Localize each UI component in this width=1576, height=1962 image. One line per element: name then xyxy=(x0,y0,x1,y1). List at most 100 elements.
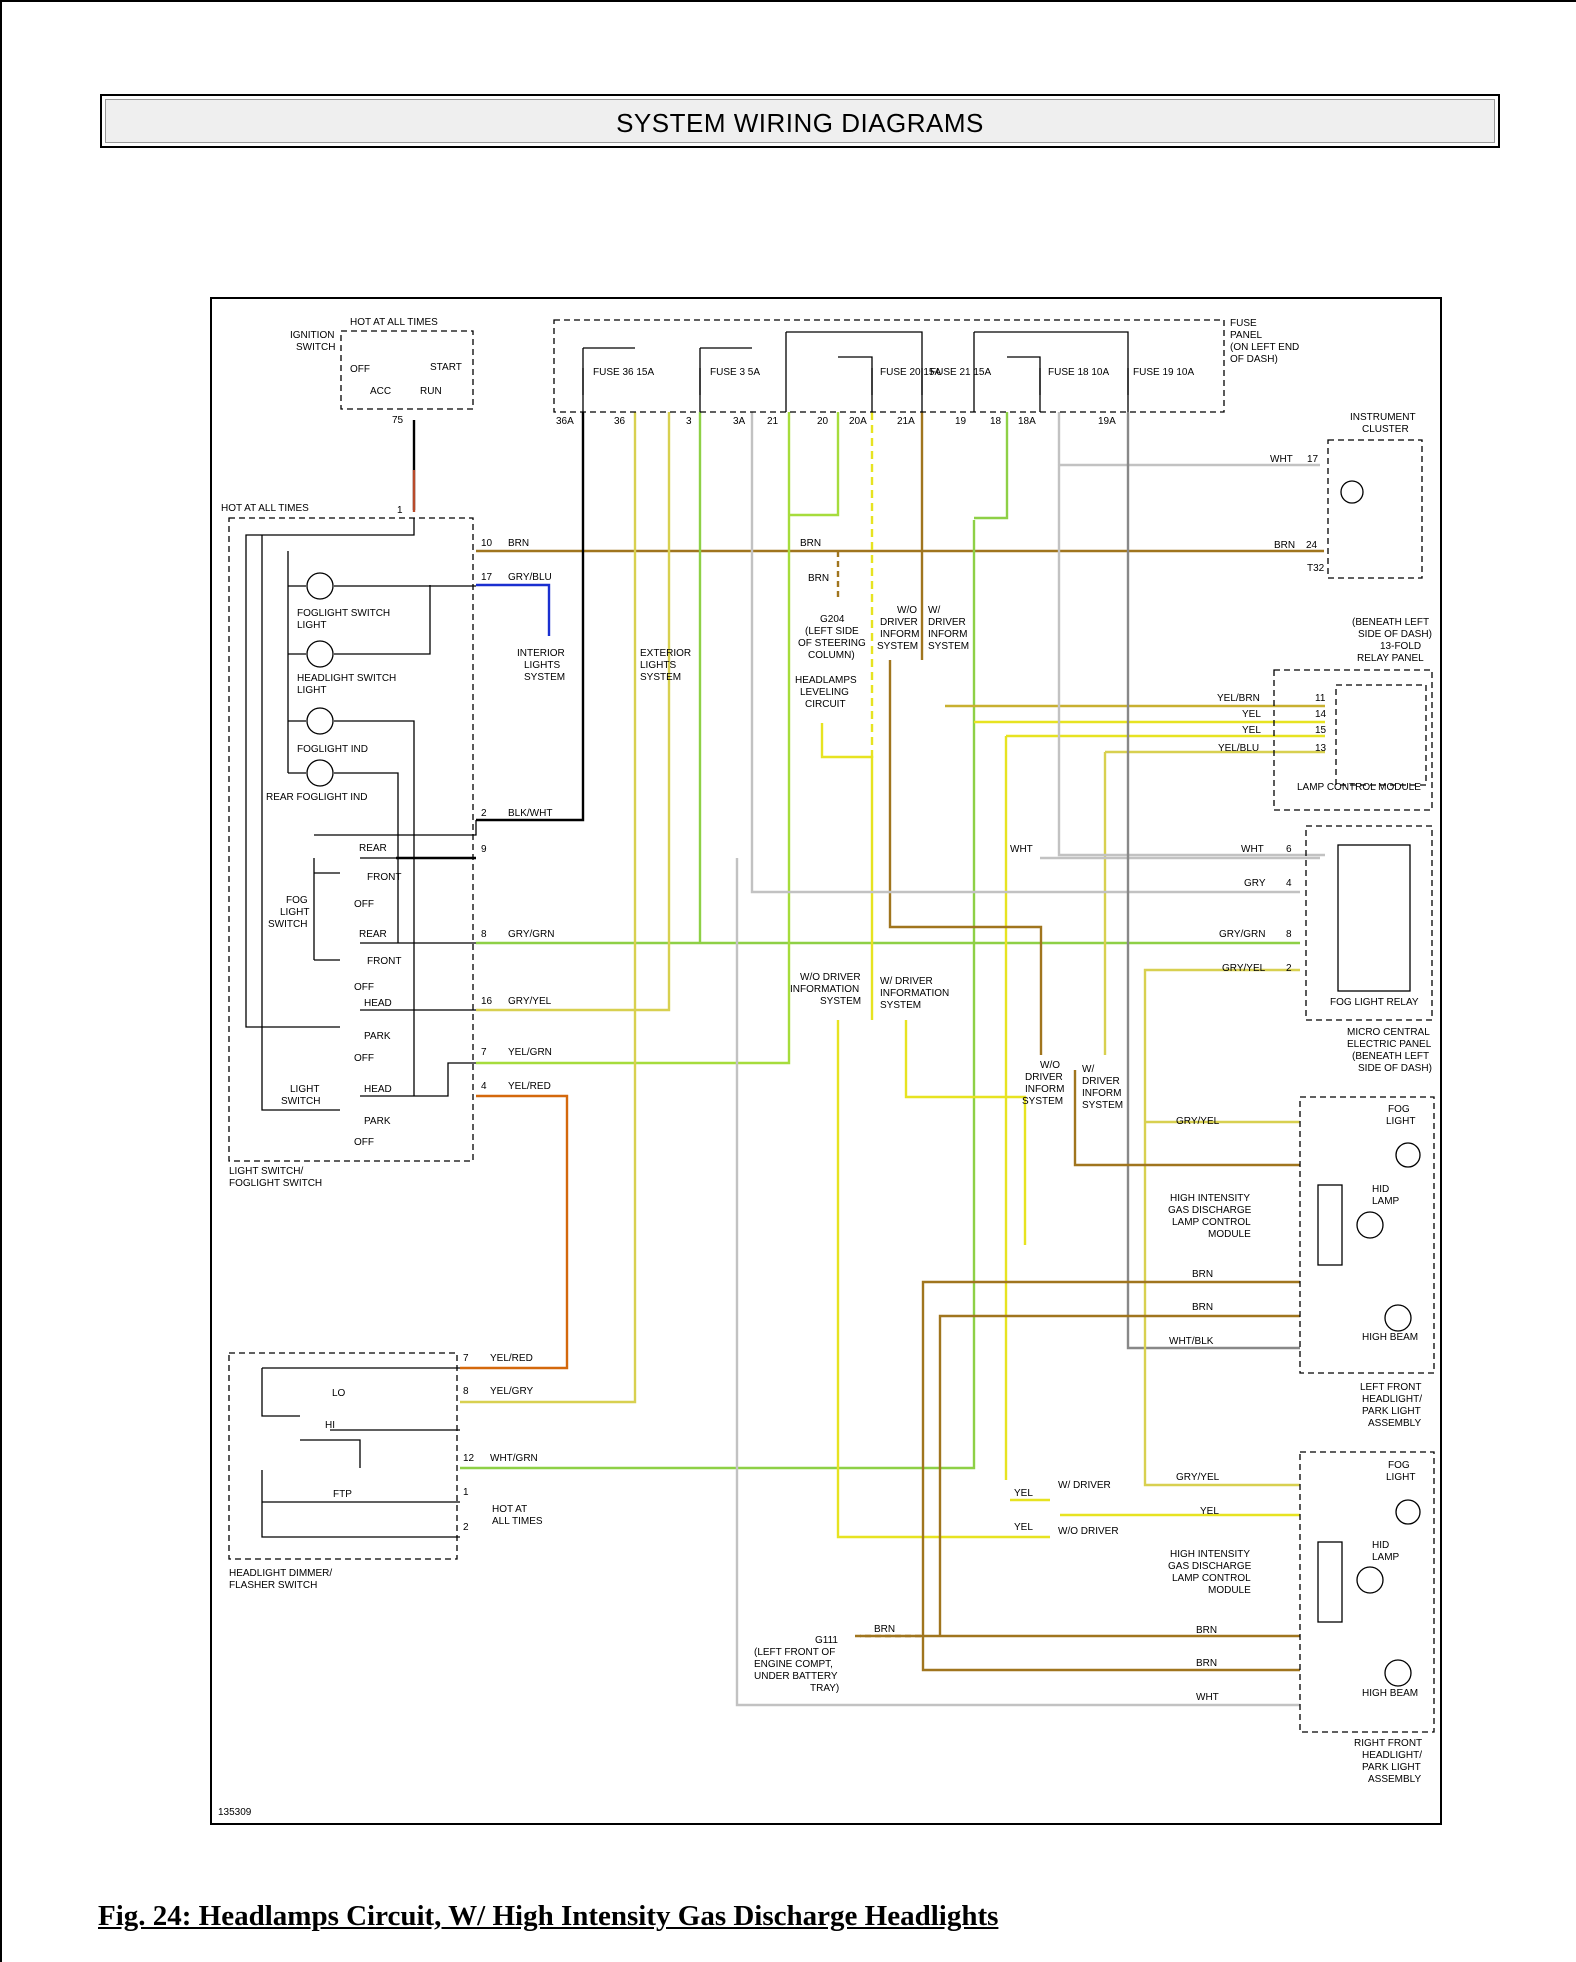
g111-label: G111 xyxy=(815,1635,838,1646)
fuse-panel-label-2: PANEL xyxy=(1230,330,1262,341)
dimmer-yel-gry: YEL/GRY xyxy=(490,1386,533,1397)
wire-wht-grn-12 xyxy=(460,520,976,1470)
interior-lights: INTERIOR xyxy=(517,648,565,659)
cluster-pin24: 24 xyxy=(1306,540,1318,551)
terminal-36: 36 xyxy=(614,416,626,427)
fog-off-1: OFF xyxy=(354,899,374,910)
dimmer-hi: HI xyxy=(325,1420,335,1431)
terminal-3: 3 xyxy=(686,416,692,427)
g111-brn: BRN xyxy=(874,1624,895,1635)
w-inform-4: SYSTEM xyxy=(928,641,969,652)
right-high-beam-lamp xyxy=(1384,1659,1412,1687)
w-inform-3: INFORM xyxy=(928,629,967,640)
light-switch-label-2: SWITCH xyxy=(281,1096,320,1107)
wire-yel-red-label: YEL/RED xyxy=(508,1081,551,1092)
relay-pin15: 15 xyxy=(1315,725,1327,736)
right-yel1: YEL xyxy=(1014,1488,1033,1499)
wire-yel-gry xyxy=(460,412,637,1404)
g111-label-4: UNDER BATTERY xyxy=(754,1671,838,1682)
right-hl-label-2: HEADLIGHT/ xyxy=(1362,1750,1422,1761)
wire-yel-blu-13 xyxy=(1103,750,1325,1055)
cluster-label-2: CLUSTER xyxy=(1362,424,1409,435)
relay-panel-label-2: SIDE OF DASH) xyxy=(1358,629,1432,640)
right-hl-fog-2: LIGHT xyxy=(1386,1472,1415,1483)
sw-off-1: OFF xyxy=(354,1053,374,1064)
dimmer-internal xyxy=(261,1367,460,1538)
dimmer-pin8: 8 xyxy=(463,1386,469,1397)
foglight-switch-light-2: LIGHT xyxy=(297,620,326,631)
right-hl-label: RIGHT FRONT xyxy=(1354,1738,1422,1749)
fuse-panel-box xyxy=(553,319,1225,413)
left-hl-label-3: PARK LIGHT xyxy=(1362,1406,1421,1417)
fog-relay-gry: GRY xyxy=(1244,878,1266,889)
dimmer-pin7: 7 xyxy=(463,1353,469,1364)
fuse-internals xyxy=(582,331,1129,412)
fuse-36: FUSE 36 15A xyxy=(593,367,654,378)
fuse-panel-label: FUSE xyxy=(1230,318,1257,329)
g204-label-4: COLUMN) xyxy=(808,650,855,661)
fog-relay-pin2: 2 xyxy=(1286,963,1292,974)
brn-label-1: BRN xyxy=(800,538,821,549)
mid-wo2-3: INFORM xyxy=(1025,1084,1064,1095)
exterior-lights-2: LIGHTS xyxy=(640,660,676,671)
fog-relay-pin4: 4 xyxy=(1286,878,1292,889)
fog-relay-gry-grn: GRY/GRN xyxy=(1219,929,1266,940)
sw-head-1: HEAD xyxy=(364,998,392,1009)
interior-lights-2: LIGHTS xyxy=(524,660,560,671)
right-hl-label-4: ASSEMBLY xyxy=(1368,1774,1421,1785)
wire-yel-blk-lvl xyxy=(888,660,1043,1055)
lamp-control-module: LAMP CONTROL MODULE xyxy=(1297,782,1421,793)
wire-yel-w xyxy=(904,1020,1027,1245)
relay-yel-brn: YEL/BRN xyxy=(1217,693,1260,704)
wire-yel-grn-fuse xyxy=(789,412,840,517)
wire-gry xyxy=(750,412,1300,894)
right-hl-module-4: MODULE xyxy=(1208,1585,1251,1596)
dimmer-lo: LO xyxy=(332,1388,346,1399)
ignition-run: RUN xyxy=(420,386,442,397)
wire-yel-level xyxy=(820,723,874,1020)
diagram-frame xyxy=(210,297,1442,1825)
left-hl-hid: HID xyxy=(1372,1184,1389,1195)
relay-yel-14: YEL xyxy=(1242,709,1261,720)
left-hl-label: LEFT FRONT xyxy=(1360,1382,1421,1393)
wire-wht-blk-19a xyxy=(1126,412,1300,1350)
hot-all-times: HOT AT ALL TIMES xyxy=(221,503,309,514)
terminal-19: 19 xyxy=(955,416,967,427)
leveling-label-2: LEVELING xyxy=(800,687,849,698)
wire-gry-blu-label: GRY/BLU xyxy=(508,572,552,583)
cluster-pin17: 17 xyxy=(1307,454,1319,465)
wire-brn-label: BRN xyxy=(508,538,529,549)
fuse-3: FUSE 3 5A xyxy=(710,367,760,378)
wire-gry-yel-label: GRY/YEL xyxy=(508,996,552,1007)
fog-relay-gry-yel: GRY/YEL xyxy=(1222,963,1266,974)
foglight-ind: FOGLIGHT IND xyxy=(297,744,368,755)
headlight-switch-light-2: LIGHT xyxy=(297,685,326,696)
cluster-brn: BRN xyxy=(1274,540,1295,551)
left-pin-brn-1: BRN xyxy=(1192,1269,1213,1280)
terminal-3a: 3A xyxy=(733,416,746,427)
wire-yel-wo xyxy=(836,1020,1050,1539)
wire-brn-rhs xyxy=(860,1634,1300,1672)
pin-2: 2 xyxy=(481,808,487,819)
left-fog-lamp xyxy=(1395,1142,1421,1168)
headlight-switch-light: HEADLIGHT SWITCH xyxy=(297,673,396,684)
mid-w2-3: INFORM xyxy=(1082,1088,1121,1099)
right-yel2: YEL xyxy=(1014,1522,1033,1533)
right-hl-fog: FOG xyxy=(1388,1460,1410,1471)
cluster-wht: WHT xyxy=(1270,454,1293,465)
dimmer-label-2: FLASHER SWITCH xyxy=(229,1580,317,1591)
fog-front-1: FRONT xyxy=(367,872,401,883)
brn-label-2: BRN xyxy=(808,573,829,584)
left-hl-hid-2: LAMP xyxy=(1372,1196,1400,1207)
left-hl-high: HIGH BEAM xyxy=(1362,1332,1418,1343)
wire-wht-cluster xyxy=(1057,412,1325,857)
wire-yel-blk-hid xyxy=(1073,1070,1300,1167)
g204-label-3: OF STEERING xyxy=(798,638,866,649)
fog-relay-coil xyxy=(1337,844,1411,992)
wire-wht-right xyxy=(735,858,1300,1707)
leveling-label: HEADLAMPS xyxy=(795,675,857,686)
light-switch-label: LIGHT xyxy=(290,1084,319,1095)
right-hl-label-3: PARK LIGHT xyxy=(1362,1762,1421,1773)
wire-gry-grn-label: GRY/GRN xyxy=(508,929,555,940)
mid-w-info-3: SYSTEM xyxy=(880,1000,921,1011)
